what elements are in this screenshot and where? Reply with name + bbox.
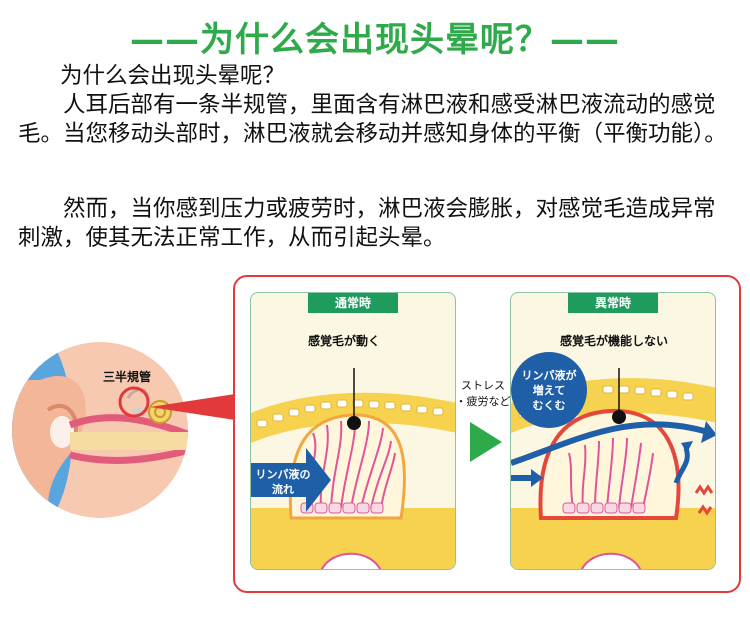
tag-normal: 通常時 bbox=[308, 293, 398, 313]
transition-arrow-icon bbox=[470, 422, 502, 462]
transition-line-1: ストレス bbox=[461, 379, 505, 392]
transition-line-2: ・疲労など bbox=[455, 395, 511, 408]
canal-highlight-circle bbox=[118, 386, 150, 418]
normal-panel: リンパ液の 流れ bbox=[250, 292, 456, 570]
ear-illustration bbox=[12, 342, 188, 518]
abnormal-diagram: リンパ液が 増えて むくむ bbox=[511, 352, 715, 569]
abnormal-caption: 感覚毛が機能しない bbox=[560, 334, 669, 348]
paragraph-question: 为什么会出现头晕呢？ bbox=[60, 63, 286, 89]
hair-cell-marker bbox=[347, 416, 361, 430]
paragraph-cause: 然而，当你感到压力或疲劳时，淋巴液会膨胀，对感觉毛造成异常刺激，使其无法正常工作… bbox=[18, 196, 716, 251]
normal-caption: 感覚毛が動く bbox=[308, 334, 381, 348]
abnormal-panel: リンパ液が 増えて むくむ bbox=[510, 292, 716, 570]
inner-ear-figure: 三半規管 bbox=[0, 262, 750, 612]
tag-abnormal: 異常時 bbox=[568, 293, 658, 313]
lymph-flow-label-1: リンパ液の bbox=[256, 467, 311, 481]
hair-cell-marker-abnormal bbox=[612, 410, 626, 424]
zoom-pointer bbox=[150, 394, 235, 420]
swelling-label-1: リンパ液が bbox=[522, 368, 577, 382]
swelling-label-3: むくむ bbox=[533, 399, 566, 412]
paragraph-explanation: 人耳后部有一条半规管，里面含有淋巴液和感受淋巴液流动的感觉毛。当您移动头部时，淋… bbox=[18, 92, 727, 147]
page-title: ——为什么会出现头晕呢？—— bbox=[130, 20, 620, 60]
swelling-bubble bbox=[511, 352, 587, 428]
normal-diagram: リンパ液の 流れ bbox=[251, 368, 455, 569]
transition-label: ストレス ・疲労など bbox=[453, 378, 513, 410]
lymph-flow-label-2: 流れ bbox=[272, 482, 294, 496]
semicircular-canal-label: 三半規管 bbox=[103, 370, 152, 384]
swelling-label-2: 増えて bbox=[533, 383, 565, 397]
